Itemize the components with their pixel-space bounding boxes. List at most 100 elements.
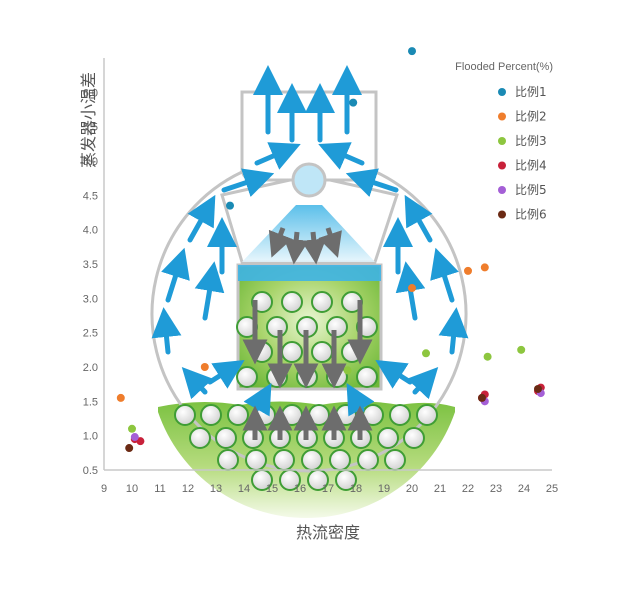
data-point — [422, 349, 430, 358]
legend-label: 比例1 — [515, 85, 547, 99]
tube — [281, 404, 303, 426]
x-tick-label: 10 — [126, 483, 138, 495]
data-point — [408, 284, 416, 293]
tube — [403, 427, 425, 449]
tube — [362, 404, 384, 426]
y-tick-label: 4.5 — [83, 190, 98, 202]
tube — [301, 449, 323, 471]
x-tick-label: 15 — [266, 483, 278, 495]
liquid-arrow — [283, 231, 309, 265]
y-axis-title: 蒸发器小温差 — [79, 72, 98, 168]
tube — [329, 449, 351, 471]
legend-marker — [498, 112, 506, 121]
tube — [189, 427, 211, 449]
y-tick-label: 0.5 — [83, 465, 98, 477]
tube — [416, 404, 438, 426]
vapor-arrow — [345, 168, 399, 197]
tube — [273, 449, 295, 471]
data-point — [128, 424, 136, 433]
liquid-arrow — [301, 231, 327, 265]
x-tick-label: 12 — [182, 483, 194, 495]
legend-label: 比例3 — [515, 134, 547, 148]
tube — [217, 449, 239, 471]
liquid-arrow — [318, 227, 342, 258]
vapor-arrow — [438, 307, 469, 355]
tube — [335, 404, 357, 426]
data-point — [483, 352, 492, 361]
liquid-flow-arrows — [242, 227, 373, 440]
vapor-arrow — [254, 142, 301, 170]
x-tick-label: 24 — [518, 483, 530, 495]
y-tick-label: 6.0 — [83, 87, 98, 99]
tube — [174, 404, 196, 426]
vapor-arrow — [395, 261, 426, 321]
vapor-arrow — [318, 142, 365, 170]
x-tick-label: 19 — [378, 483, 390, 495]
x-tick-label: 21 — [434, 483, 446, 495]
tube — [266, 316, 288, 338]
shell-outline — [150, 170, 468, 473]
tube — [357, 449, 379, 471]
vapor-arrow — [375, 359, 413, 389]
legend-label: 比例5 — [515, 183, 547, 197]
tube — [227, 404, 249, 426]
legend-marker — [498, 161, 506, 170]
vapor-arrow — [221, 168, 275, 197]
x-tick-label: 18 — [350, 483, 362, 495]
tube — [311, 341, 333, 363]
tube — [215, 427, 237, 449]
data-point — [408, 47, 416, 56]
legend-marker — [498, 210, 506, 219]
data-points — [116, 47, 545, 453]
tube — [308, 404, 330, 426]
tube — [200, 404, 222, 426]
data-point — [226, 201, 234, 210]
y-tick-label: 2.5 — [83, 328, 98, 340]
distributor-pipe — [291, 162, 327, 198]
tube — [245, 449, 267, 471]
tube — [281, 291, 303, 313]
y-tick-label: 5.0 — [83, 156, 98, 168]
tube — [236, 366, 258, 388]
tube — [311, 291, 333, 313]
vapor-arrow — [406, 367, 439, 400]
vapor-arrow — [404, 194, 433, 243]
x-tick-label: 25 — [546, 483, 558, 495]
y-tick-label: 5.5 — [83, 122, 98, 134]
legend-label: 比例4 — [515, 159, 547, 173]
y-tick-label: 1.5 — [83, 396, 98, 408]
data-point — [534, 384, 542, 393]
liquid-arrow — [268, 227, 293, 258]
x-tick-label: 22 — [462, 483, 474, 495]
y-tick-label: 4.0 — [83, 225, 98, 237]
vapor-arrow — [187, 194, 216, 243]
evaporator-illustration — [150, 65, 469, 519]
data-point — [136, 437, 145, 446]
data-point — [517, 345, 526, 354]
data-point — [130, 433, 139, 442]
tube — [377, 427, 399, 449]
x-tick-label: 16 — [294, 483, 306, 495]
x-tick-label: 17 — [322, 483, 334, 495]
liquid-film — [238, 265, 381, 281]
tube — [356, 366, 378, 388]
vapor-arrow — [430, 247, 459, 303]
legend-marker — [498, 88, 506, 96]
y-tick-label: 3.0 — [83, 293, 98, 305]
vapor-arrow — [151, 307, 182, 355]
tube — [281, 341, 303, 363]
y-tick-label: 2.0 — [83, 362, 98, 374]
data-point — [200, 363, 209, 371]
vapor-arrow — [161, 247, 190, 303]
data-point — [349, 98, 358, 107]
x-tick-label: 13 — [210, 483, 222, 495]
data-point — [464, 266, 472, 275]
legend-label: 比例2 — [515, 110, 547, 124]
data-point — [343, 366, 352, 375]
tube — [384, 449, 406, 471]
tube — [389, 404, 411, 426]
data-point — [125, 444, 134, 453]
y-axis-ticks: 0.51.01.52.02.53.03.54.04.55.05.56.0 — [83, 87, 98, 477]
x-tick-label: 11 — [154, 483, 165, 495]
